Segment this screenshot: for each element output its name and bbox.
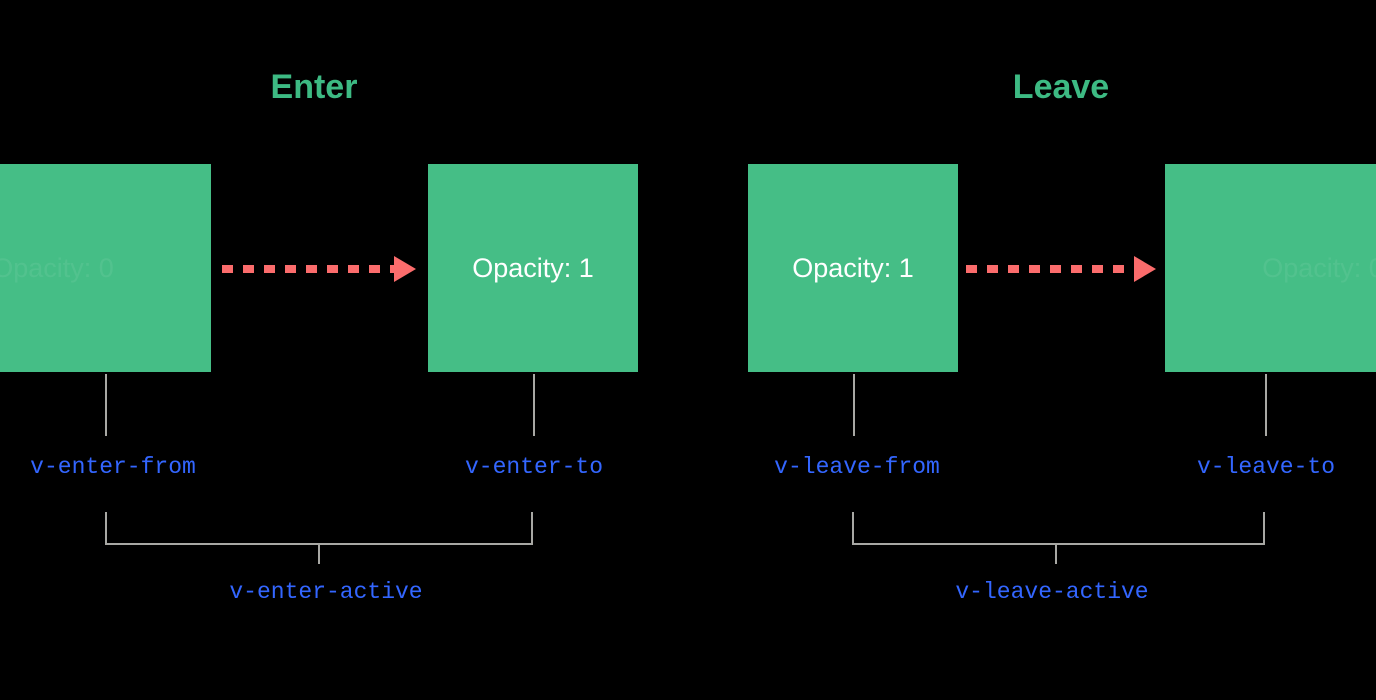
- class-label-v-leave-from: v-leave-from: [774, 454, 940, 480]
- bracket-arm-right: [531, 512, 533, 545]
- state-box-enter-to: Opacity: 1: [428, 164, 638, 372]
- transition-arrow-leave: [966, 256, 1156, 282]
- state-box-leave-from: Opacity: 1: [748, 164, 958, 372]
- state-box-enter-from-label: Opacity: 0: [0, 252, 114, 283]
- arrow-head-icon: [394, 256, 416, 282]
- class-label-v-leave-active: v-leave-active: [955, 579, 1149, 605]
- state-box-enter-from: Opacity: 0: [0, 164, 211, 372]
- bracket-leave-active: [852, 512, 1265, 545]
- state-box-leave-to: Opacity: 0: [1165, 164, 1376, 372]
- bracket-stem-leave-active: [1055, 545, 1057, 564]
- phase-title-leave: Leave: [1012, 68, 1110, 106]
- state-box-enter-to-label: Opacity: 1: [472, 252, 594, 283]
- bracket-bar: [105, 543, 533, 545]
- connector-tick-leave-to: [1265, 374, 1267, 436]
- class-label-v-enter-to: v-enter-to: [464, 454, 604, 480]
- state-box-leave-from-label: Opacity: 1: [792, 252, 914, 283]
- bracket-arm-left: [852, 512, 854, 545]
- connector-tick-enter-from: [105, 374, 107, 436]
- bracket-enter-active: [105, 512, 533, 545]
- arrow-head-icon: [1134, 256, 1156, 282]
- bracket-bar: [852, 543, 1265, 545]
- phase-title-enter: Enter: [270, 68, 358, 106]
- class-label-v-leave-to: v-leave-to: [1196, 454, 1336, 480]
- class-label-v-enter-active: v-enter-active: [229, 579, 423, 605]
- state-box-leave-to-label: Opacity: 0: [1262, 252, 1376, 283]
- connector-tick-leave-from: [853, 374, 855, 436]
- arrow-dashed-line: [966, 265, 1134, 273]
- class-label-v-enter-from: v-enter-from: [30, 454, 196, 480]
- bracket-arm-right: [1263, 512, 1265, 545]
- bracket-arm-left: [105, 512, 107, 545]
- connector-tick-enter-to: [533, 374, 535, 436]
- arrow-dashed-line: [222, 265, 394, 273]
- transition-arrow-enter: [222, 256, 416, 282]
- bracket-stem-enter-active: [318, 545, 320, 564]
